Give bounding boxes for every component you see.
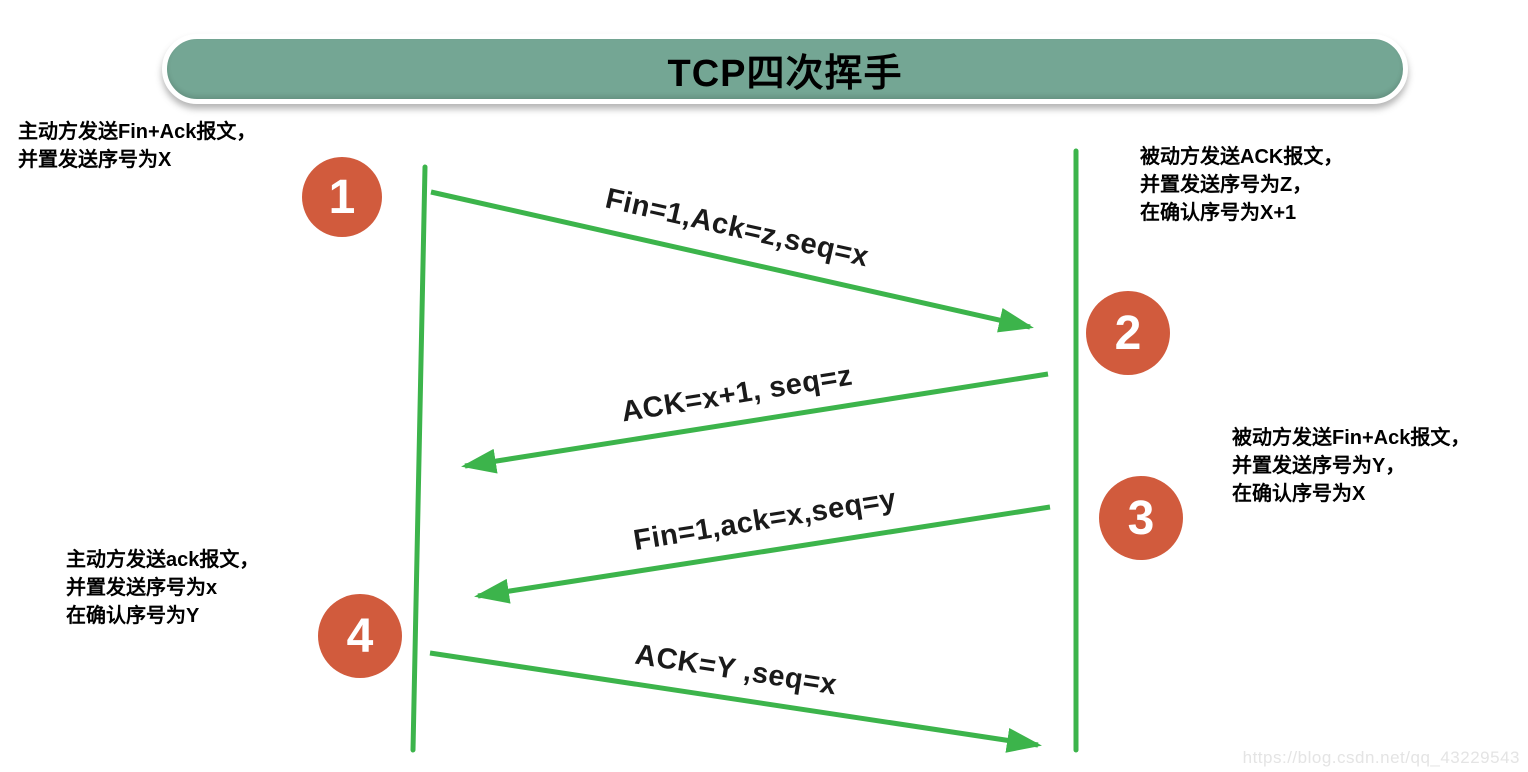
arrow-fin-ack-3 — [474, 504, 1051, 604]
title-banner: TCP四次挥手 — [162, 34, 1408, 104]
step-1-badge: 1 — [302, 157, 382, 237]
step-1-annotation: 主动方发送Fin+Ack报文， 并置发送序号为X — [18, 121, 257, 171]
active-side-timeline — [410, 164, 428, 753]
step-4-badge: 4 — [318, 594, 402, 678]
step-4-annotation: 主动方发送ack报文， 并置发送序号为x 在确认序号为Y — [66, 549, 260, 627]
arrow-fin-ack-1 — [430, 189, 1034, 333]
step-2-badge: 2 — [1086, 291, 1170, 375]
step-4-number: 4 — [346, 609, 374, 663]
step-2-number: 2 — [1114, 306, 1142, 360]
watermark-url: https://blog.csdn.net/qq_43229543 — [1242, 748, 1520, 767]
step-3-annotation: 被动方发送Fin+Ack报文， 并置发送序号为Y， 在确认序号为X — [1232, 427, 1471, 505]
arrow-ack-2 — [461, 371, 1049, 474]
step-3-badge: 3 — [1099, 476, 1183, 560]
page-title: TCP四次挥手 — [667, 52, 903, 95]
step-3-number: 3 — [1127, 491, 1155, 545]
arrow-ack-4 — [429, 650, 1042, 753]
step-2-annotation: 被动方发送ACK报文， 并置发送序号为Z， 在确认序号为X+1 — [1140, 146, 1344, 224]
step-1-number: 1 — [328, 170, 356, 224]
